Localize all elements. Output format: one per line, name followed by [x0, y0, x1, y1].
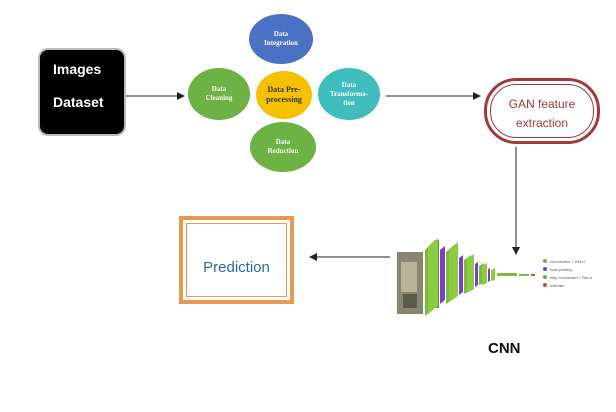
gan-label: GAN feature extraction: [508, 97, 576, 130]
legend-dot-maxpool: [543, 267, 547, 271]
cnn-pool-4: [488, 268, 490, 282]
cnn-fc-layer: [497, 273, 517, 276]
gan-feature-extraction-box: GAN feature extraction: [484, 78, 600, 144]
legend-text-fc: fully Connected + ReLU: [550, 275, 592, 280]
legend-text-softmax: softmax: [550, 283, 564, 288]
prediction-box: Prediction: [179, 216, 294, 304]
data-integration-node: Data Integration: [249, 14, 313, 64]
cnn-pool-2: [459, 255, 463, 295]
images-dataset-box: Images Dataset: [40, 50, 124, 134]
prediction-label: Prediction: [203, 259, 270, 276]
prediction-inner-border: [186, 223, 287, 297]
legend-dot-softmax: [543, 283, 547, 287]
legend-dot-convolution: [543, 259, 547, 263]
legend-text-convolution: convolution + ReLU: [550, 259, 585, 264]
data-transformation-node: Data Transforma- tion: [318, 68, 380, 120]
dataset-label-line1: Images: [53, 61, 102, 77]
legend-text-maxpool: max pooling: [550, 267, 572, 272]
data-preprocessing-node: Data Pre- processing: [256, 71, 312, 119]
dataset-label-line2: Dataset: [53, 94, 104, 110]
data-cleaning-node: Data Cleaning: [188, 68, 250, 120]
cnn-architecture-image: convolution + ReLU max pooling fully Con…: [397, 238, 592, 316]
data-reduction-node: Data Reduction: [250, 122, 316, 172]
gan-inner-border: [490, 84, 594, 138]
cnn-label: CNN: [488, 340, 521, 357]
legend-dot-fc: [543, 275, 547, 279]
cnn-conv-block-5: [491, 268, 495, 281]
cnn-softmax-layer: [531, 274, 535, 276]
cnn-pool-3: [475, 262, 478, 287]
cnn-pool-1: [440, 246, 445, 304]
